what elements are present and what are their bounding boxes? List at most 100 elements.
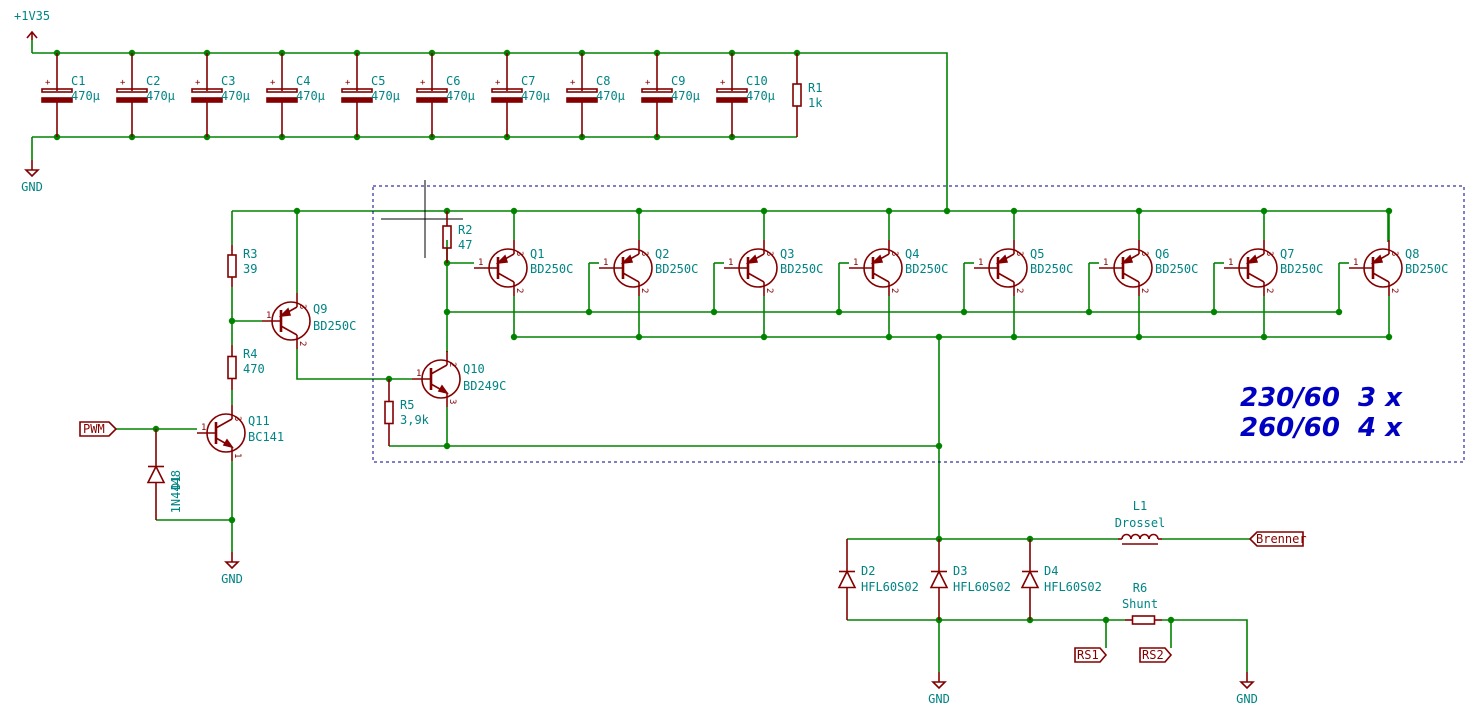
gnd-symbol-icon (24, 160, 40, 178)
brenner-label-text: Brenner (1256, 532, 1307, 546)
transistor-q3 (724, 240, 778, 296)
pin-number: 3 (889, 251, 899, 256)
pin-number: 2 (1014, 288, 1024, 293)
capacitor-ref: C8 (596, 74, 610, 88)
resistor-r6 (1125, 615, 1162, 625)
transistor-ref: Q2 (655, 247, 669, 261)
resistor-r4 (227, 345, 237, 390)
pin-number: 3 (232, 416, 242, 421)
pin-number: 2 (764, 288, 774, 293)
capacitor-value: 470µ (296, 89, 325, 103)
polarity-plus-icon: + (420, 78, 426, 88)
pin-number: 2 (639, 288, 649, 293)
q9-collector (296, 349, 389, 380)
resistor-value: 3,9k (400, 413, 430, 427)
capacitor-c10: + (716, 53, 748, 137)
resistor-ref: R2 (458, 223, 472, 237)
resistor-r2 (442, 211, 452, 263)
capacitor-c4: + (266, 53, 298, 137)
transistor-q1 (474, 240, 528, 296)
resistor-ref: R1 (808, 81, 822, 95)
rs1-label-text: RS1 (1077, 648, 1099, 662)
resistor-ref: R6 (1133, 581, 1147, 595)
vcc-arrow-icon (26, 30, 38, 40)
pin-number: 2 (889, 288, 899, 293)
pin-number: 2 (447, 362, 457, 367)
capacitor-ref: C3 (221, 74, 235, 88)
transistor-value: BD250C (655, 262, 698, 276)
capacitor-c3: + (191, 53, 223, 137)
inductor-ref: L1 (1133, 499, 1147, 513)
junction-dot (943, 207, 951, 215)
pin-number: 2 (514, 288, 524, 293)
pin-number: 3 (447, 399, 457, 404)
pin-number: 1 (1228, 258, 1233, 268)
junction-dot (1210, 308, 1218, 316)
pin-number: 1 (978, 258, 983, 268)
transistor-value: BC141 (248, 430, 284, 444)
rs2-label (1139, 647, 1173, 663)
pin-number: 2 (1139, 288, 1149, 293)
gnd-symbol-icon (1239, 672, 1255, 690)
gnd-label: GND (1236, 692, 1258, 706)
rs2-label-text: RS2 (1142, 648, 1164, 662)
diode-d2 (837, 539, 857, 620)
pin-number: 1 (728, 258, 733, 268)
pin-number: 2 (297, 341, 307, 346)
transistor-ref: Q5 (1030, 247, 1044, 261)
vcc-rail (32, 52, 948, 211)
transistor-ref: Q10 (463, 362, 485, 376)
capacitor-value: 470µ (521, 89, 550, 103)
capacitor-c1: + (41, 53, 73, 137)
transistor-ref: Q6 (1155, 247, 1169, 261)
diode-ref: D3 (953, 564, 967, 578)
pin-number: 1 (603, 258, 608, 268)
capacitor-value: 470µ (371, 89, 400, 103)
transistor-q9 (262, 293, 311, 349)
capacitor-value: 470µ (146, 89, 175, 103)
capacitor-value: 470µ (596, 89, 625, 103)
junction-dot (835, 308, 843, 316)
transistor-q6 (1099, 240, 1153, 296)
resistor-ref: R4 (243, 347, 257, 361)
wires (31, 40, 1465, 672)
pin-number: 2 (1389, 288, 1399, 293)
diode-d3 (929, 539, 949, 620)
polarity-plus-icon: + (45, 78, 51, 88)
polarity-plus-icon: + (720, 78, 726, 88)
transistor-ref: Q11 (248, 414, 270, 428)
labels: +1V35GNDC1470µC2470µC3470µC4470µC5470µC6… (14, 9, 1448, 706)
polarity-plus-icon: + (120, 78, 126, 88)
pin-number: 3 (764, 251, 774, 256)
capacitor-c6: + (416, 53, 448, 137)
junction-dot (960, 308, 968, 316)
transistor-q5 (974, 240, 1028, 296)
transistor-q10 (412, 351, 461, 407)
resistor-value: 39 (243, 262, 257, 276)
gnd-label: GND (221, 572, 243, 586)
transistor-ref: Q8 (1405, 247, 1419, 261)
pin-number: 3 (639, 251, 649, 256)
resistor-r5 (384, 379, 394, 446)
diode-value: 1N4448 (169, 470, 183, 513)
transistor-ref: Q1 (530, 247, 544, 261)
transistor-value: BD250C (780, 262, 823, 276)
transistor-q8 (1349, 240, 1403, 296)
polarity-plus-icon: + (645, 78, 651, 88)
vcc-label: +1V35 (14, 9, 50, 23)
transistor-q11 (197, 405, 246, 461)
symbols: ++++++++++ (24, 30, 1403, 690)
polarity-plus-icon: + (195, 78, 201, 88)
diode-value: HFL60S02 (1044, 580, 1102, 594)
diode-value: HFL60S02 (953, 580, 1011, 594)
capacitor-c5: + (341, 53, 373, 137)
pin-number: 3 (1264, 251, 1274, 256)
transistor-ref: Q3 (780, 247, 794, 261)
inductor-value: Drossel (1115, 516, 1166, 530)
capacitor-value: 470µ (671, 89, 700, 103)
transistor-q7 (1224, 240, 1278, 296)
pin-number: 3 (1389, 251, 1399, 256)
resistor-r1 (792, 53, 802, 137)
pin-number: 1 (478, 258, 483, 268)
